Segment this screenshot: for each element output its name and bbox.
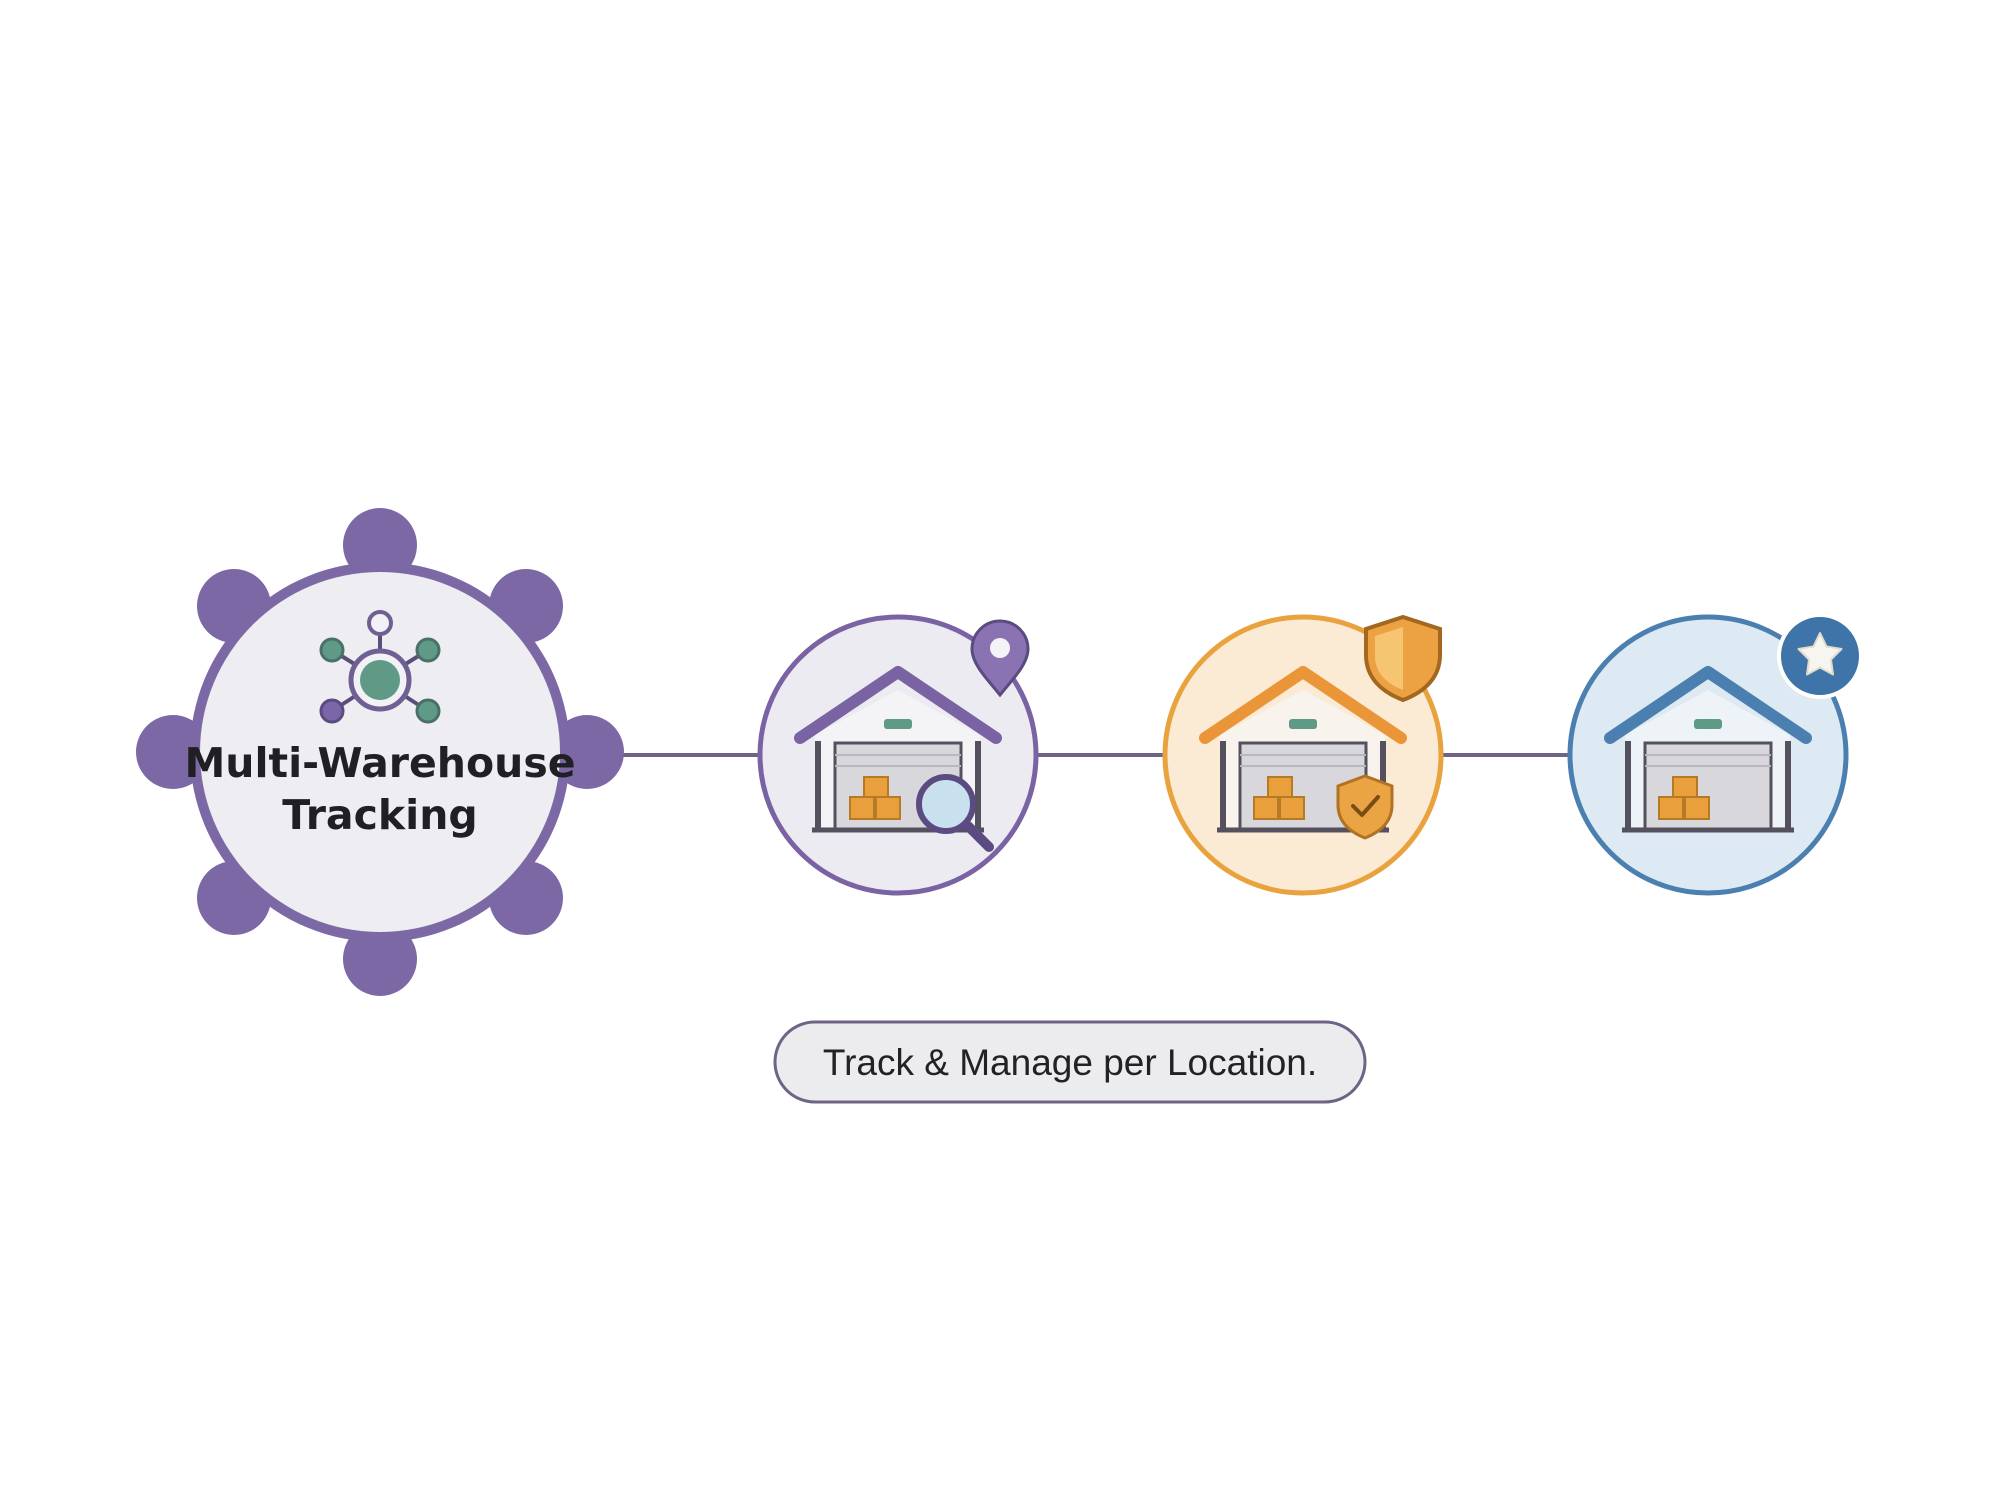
star-icon	[1777, 613, 1863, 699]
warehouse-node-1	[757, 614, 1039, 896]
caption-pill-label: Track & Manage per Location.	[823, 1042, 1317, 1083]
caption-pill: Track & Manage per Location.	[773, 1020, 1367, 1104]
warehouse-node-3	[1567, 613, 1863, 896]
warehouse-node-2	[1162, 614, 1444, 896]
magnifier-icon	[916, 774, 994, 852]
hub-node: Multi-Warehouse Tracking	[136, 508, 624, 996]
shield-check-icon	[1336, 774, 1394, 840]
hub-title-line1: Multi-Warehouse	[184, 739, 575, 787]
network-hub-icon	[319, 610, 441, 724]
location-pin-icon	[970, 619, 1030, 698]
shield-icon	[1364, 614, 1442, 703]
hub-face	[200, 572, 560, 932]
warehouse-icon	[1604, 666, 1812, 833]
hub-title-line2: Tracking	[282, 791, 478, 839]
